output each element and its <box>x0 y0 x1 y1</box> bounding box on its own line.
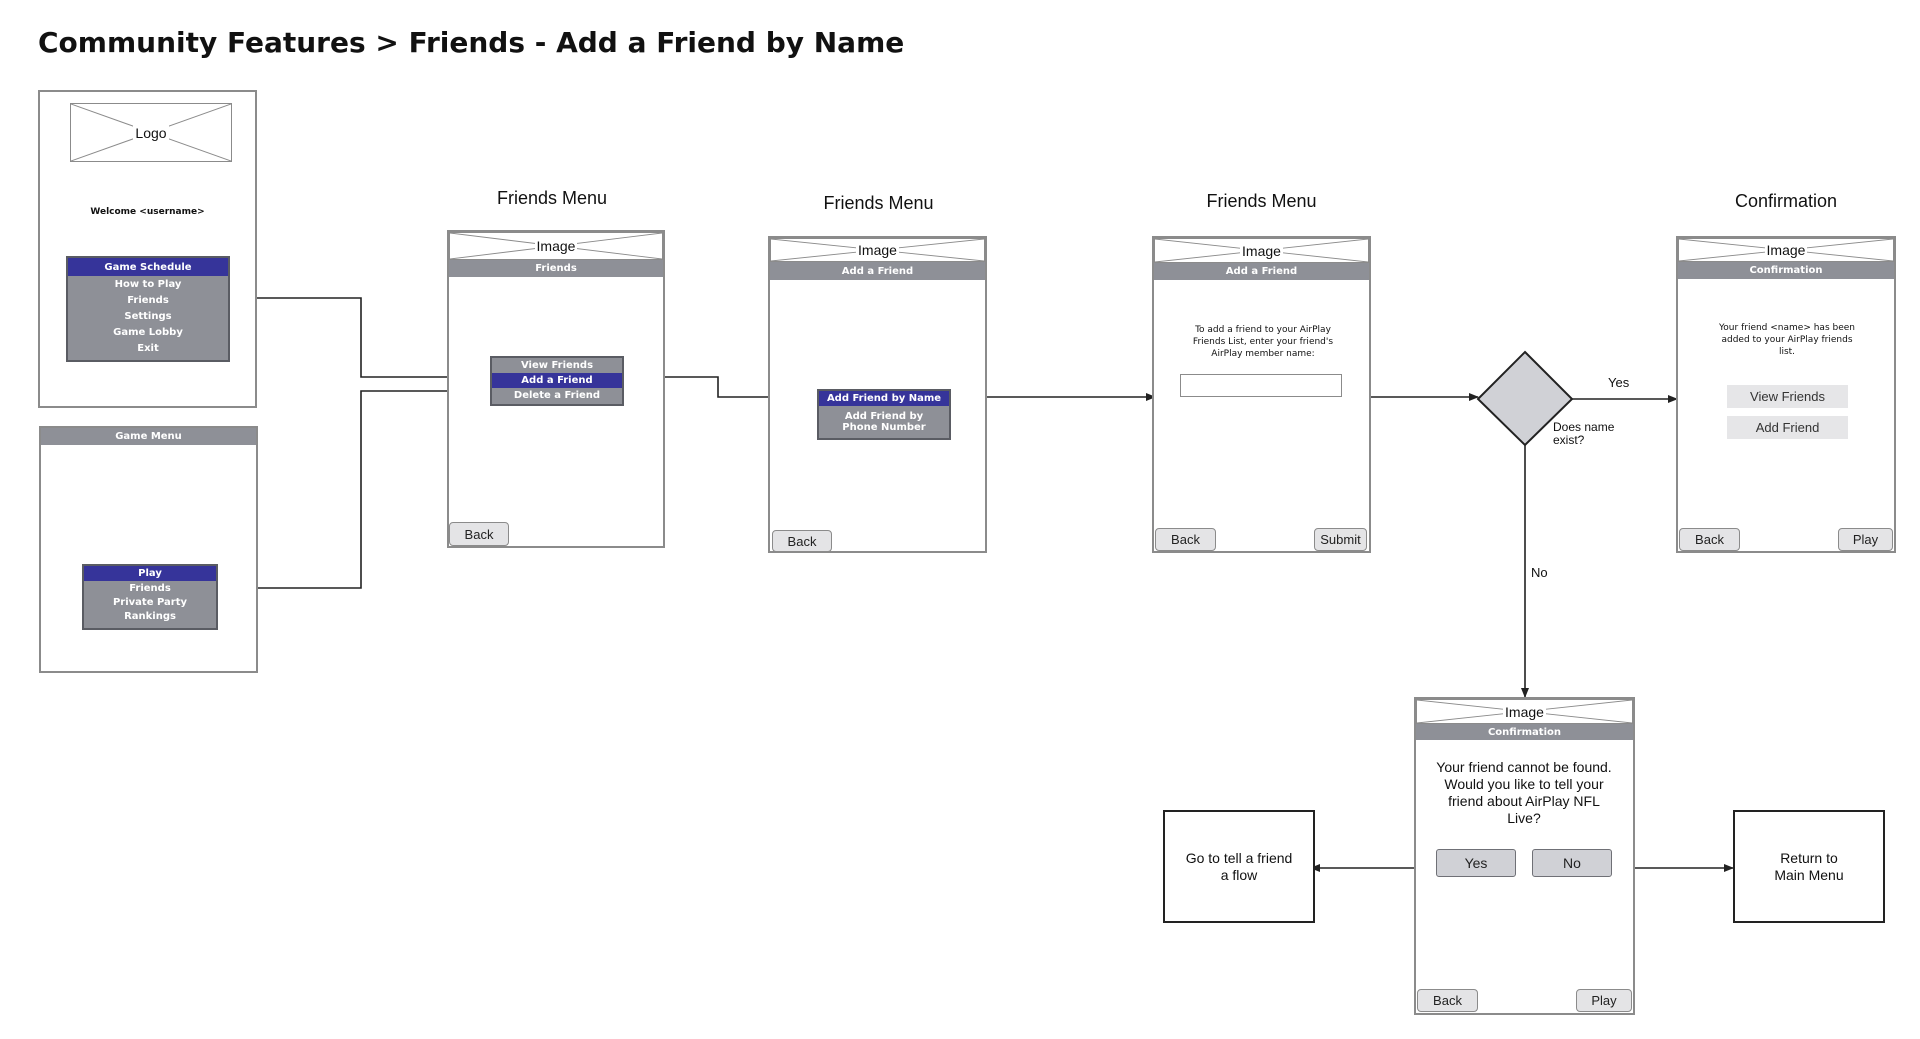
back-button[interactable]: Back <box>1679 528 1740 551</box>
screen-heading: Friends Menu <box>1206 191 1317 211</box>
image-placeholder: Image <box>449 232 663 260</box>
menu-item-add-a-friend[interactable]: Add a Friend <box>492 373 622 388</box>
view-friends-button[interactable]: View Friends <box>1727 385 1848 408</box>
add-friend-button[interactable]: Add Friend <box>1727 416 1848 439</box>
game-menu: Play Friends Private Party Rankings <box>82 564 218 630</box>
menu-item-play[interactable]: Play <box>84 566 216 581</box>
screen-header: Add a Friend <box>770 262 985 280</box>
menu-item-rankings[interactable]: Rankings <box>124 610 176 622</box>
menu-item-delete-a-friend[interactable]: Delete a Friend <box>513 390 601 401</box>
friends-menu: View Friends Add a Friend Delete a Frien… <box>490 356 624 406</box>
confirmation-screen: Image Confirmation Your friend <name> ha… <box>1676 236 1896 553</box>
image-placeholder: Image <box>1416 699 1633 724</box>
screen-header: Add a Friend <box>1154 263 1369 280</box>
screen-header: Game Menu <box>41 428 256 445</box>
member-name-input[interactable] <box>1180 374 1342 397</box>
confirmation-message: Your friend <name> has been added to you… <box>1719 323 1855 357</box>
decision-yes-label: Yes <box>1608 375 1630 390</box>
menu-item-add-friend-by-name[interactable]: Add Friend by Name <box>819 391 949 406</box>
welcome-text: Welcome <username> <box>90 207 205 217</box>
menu-item-how-to-play[interactable]: How to Play <box>114 278 182 290</box>
friends-menu-screen: Image Friends View Friends Add a Friend … <box>447 230 665 548</box>
image-placeholder: Image <box>1678 238 1894 262</box>
menu-item-game-lobby[interactable]: Game Lobby <box>113 326 183 338</box>
decision-diamond <box>1476 350 1574 447</box>
home-screen: Logo Welcome <username> Game Schedule Ho… <box>38 90 257 408</box>
menu-item-friends[interactable]: Friends <box>127 294 169 306</box>
image-placeholder: Image <box>1154 238 1369 263</box>
game-menu-screen: Game Menu Play Friends Private Party Ran… <box>39 426 258 673</box>
add-friend-menu: Add Friend by Name Add Friend by Phone N… <box>817 389 951 440</box>
not-found-message: Your friend cannot be found. Would you l… <box>1436 759 1612 826</box>
play-button[interactable]: Play <box>1576 989 1632 1012</box>
screen-heading: Friends Menu <box>496 188 608 208</box>
not-found-screen: Image Confirmation Your friend cannot be… <box>1414 697 1635 1015</box>
screen-header: Friends <box>449 260 663 277</box>
menu-item-friends[interactable]: Friends <box>129 582 171 594</box>
back-button[interactable]: Back <box>1417 989 1478 1012</box>
add-friend-screen: Image Add a Friend Add Friend by Name Ad… <box>768 236 987 553</box>
screen-header: Confirmation <box>1678 262 1894 279</box>
connector-home-friends <box>178 297 492 381</box>
page-title: Community Features > Friends - Add a Fri… <box>38 26 905 59</box>
decision-no-label: No <box>1531 565 1548 580</box>
connector-gamemenu-friends <box>178 387 492 589</box>
menu-item-add-friend-by-phone[interactable]: Add Friend by Phone Number <box>842 411 926 433</box>
yes-button[interactable]: Yes <box>1436 849 1516 877</box>
decision-question: Does name exist? <box>1553 420 1615 447</box>
logo-placeholder: Logo <box>70 103 232 162</box>
menu-item-settings[interactable]: Settings <box>124 310 172 322</box>
back-button[interactable]: Back <box>772 530 832 552</box>
enter-name-screen: Image Add a Friend To add a friend to yo… <box>1152 236 1371 553</box>
back-button[interactable]: Back <box>449 522 509 546</box>
menu-item-private-party[interactable]: Private Party <box>112 596 188 608</box>
submit-button[interactable]: Submit <box>1314 528 1367 551</box>
menu-item-game-schedule[interactable]: Game Schedule <box>68 258 228 276</box>
menu-item-exit[interactable]: Exit <box>137 342 159 354</box>
instructions-text: To add a friend to your AirPlay Friends … <box>1192 325 1334 359</box>
screen-heading: Friends Menu <box>823 193 934 213</box>
home-menu: Game Schedule How to Play Friends Settin… <box>66 256 230 362</box>
no-button[interactable]: No <box>1532 849 1612 877</box>
screen-header: Confirmation <box>1416 724 1633 740</box>
menu-item-view-friends[interactable]: View Friends <box>520 360 594 371</box>
tell-a-friend-box: Go to tell a friend a flow <box>1163 810 1315 923</box>
image-placeholder: Image <box>770 238 985 262</box>
play-button[interactable]: Play <box>1838 528 1893 551</box>
screen-heading: Confirmation <box>1734 191 1838 211</box>
back-button[interactable]: Back <box>1155 528 1216 551</box>
return-main-menu-box: Return to Main Menu <box>1733 810 1885 923</box>
